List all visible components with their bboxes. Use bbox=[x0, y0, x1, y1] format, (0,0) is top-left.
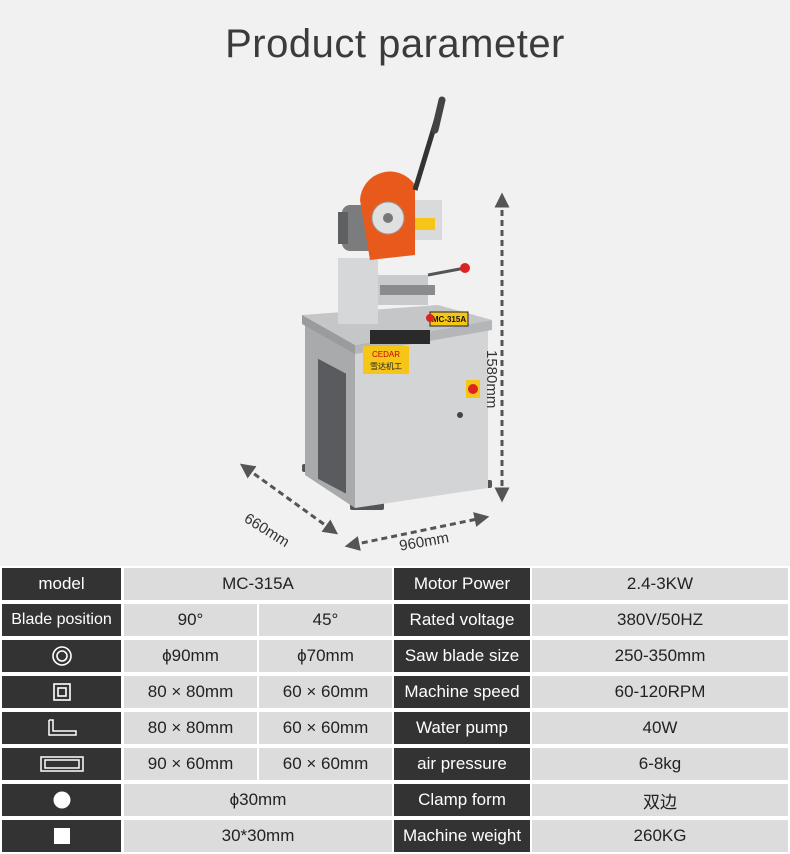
spec-label: Machine weight bbox=[394, 820, 530, 852]
brand-logo-cn: 雪达机工 bbox=[370, 361, 402, 371]
spec-label: Saw blade size bbox=[394, 640, 530, 672]
spec-label: Clamp form bbox=[394, 784, 530, 816]
angle-90: 90° bbox=[124, 604, 257, 636]
round-tube-icon bbox=[2, 640, 121, 672]
spec-label: Motor Power bbox=[394, 568, 530, 600]
spec-value: 260KG bbox=[532, 820, 788, 852]
page-title: Product parameter bbox=[225, 22, 565, 66]
square-bar-icon bbox=[2, 820, 121, 852]
spec-value: 250-350mm bbox=[532, 640, 788, 672]
rect-tube-icon bbox=[2, 748, 121, 780]
model-label: model bbox=[2, 568, 121, 600]
spec-label: Water pump bbox=[394, 712, 530, 744]
angle-iron-90: 80 × 80mm bbox=[124, 712, 257, 744]
width-dimension: 960mm bbox=[398, 529, 451, 555]
round-bar-value: ϕ30mm bbox=[124, 784, 392, 816]
spec-value: 60-120RPM bbox=[532, 676, 788, 708]
rect-tube-45: 60 × 60mm bbox=[259, 748, 392, 780]
square-tube-icon bbox=[2, 676, 121, 708]
spec-value: 双边 bbox=[532, 784, 788, 816]
spec-value: 40W bbox=[532, 712, 788, 744]
brand-logo: CEDAR bbox=[372, 350, 400, 359]
angle-iron-45: 60 × 60mm bbox=[259, 712, 392, 744]
spec-label: air pressure bbox=[394, 748, 530, 780]
square-tube-90: 80 × 80mm bbox=[124, 676, 257, 708]
square-bar-value: 30*30mm bbox=[124, 820, 392, 852]
rect-tube-90: 90 × 60mm bbox=[124, 748, 257, 780]
angle-iron-icon bbox=[2, 712, 121, 744]
model-value: MC-315A bbox=[124, 568, 392, 600]
spec-value: 6-8kg bbox=[532, 748, 788, 780]
height-dimension: 1580mm bbox=[483, 350, 500, 409]
round-bar-icon bbox=[2, 784, 121, 816]
blade-position-label: Blade position bbox=[2, 604, 121, 636]
spec-value: 2.4-3KW bbox=[532, 568, 788, 600]
model-plate: MC-315A bbox=[432, 315, 466, 324]
round-tube-45: ϕ70mm bbox=[259, 640, 392, 672]
spec-label: Machine speed bbox=[394, 676, 530, 708]
round-tube-90: ϕ90mm bbox=[124, 640, 257, 672]
angle-45: 45° bbox=[259, 604, 392, 636]
machine-illustration: CEDAR 雪达机工 MC-315A bbox=[302, 96, 492, 510]
spec-value: 380V/50HZ bbox=[532, 604, 788, 636]
square-tube-45: 60 × 60mm bbox=[259, 676, 392, 708]
product-hero: Product parameter CEDAR 雪达机工 MC-315A bbox=[0, 0, 790, 566]
spec-label: Rated voltage bbox=[394, 604, 530, 636]
